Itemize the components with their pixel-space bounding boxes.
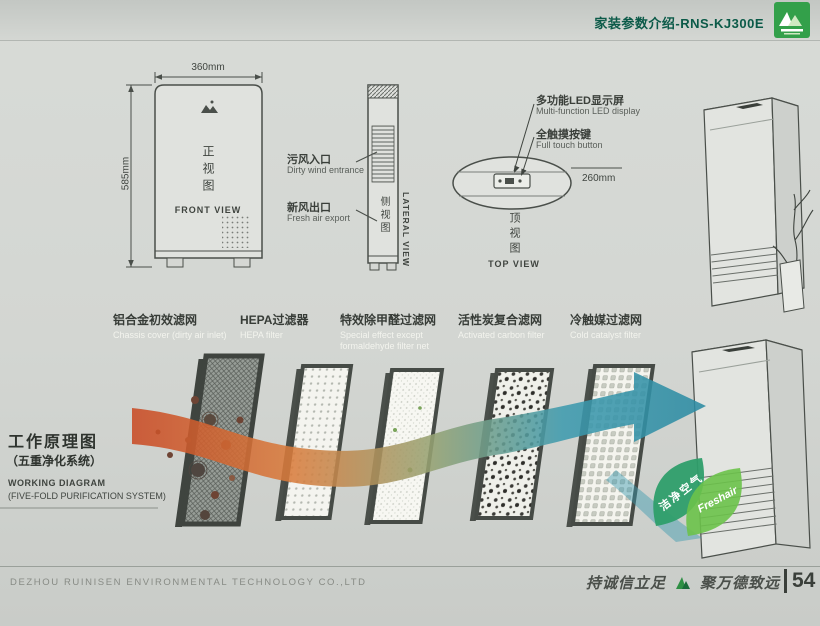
filter-label-en: Chassis cover (dirty air inlet)	[113, 330, 227, 340]
top-view-label-cn: 顶视图	[508, 212, 520, 257]
top-view-label-en: TOP VIEW	[488, 259, 540, 269]
fresh-air-callout-cn: 新风出口	[287, 202, 331, 214]
vase	[779, 259, 805, 313]
dirty-air-callout-cn: 污风入口	[287, 154, 331, 166]
main-unit-display	[722, 346, 755, 352]
filter-label-formaldehyde: 特效除甲醛过滤网 Special effect except formaldeh…	[340, 311, 454, 352]
footer-page-indicator: 54	[784, 569, 815, 593]
filter-label-cn: 铝合金初效滤网	[113, 313, 198, 327]
working-diagram-title-cn: 工作原理图	[8, 434, 99, 451]
working-diagram-subtitle-cn: （五重净化系统）	[6, 454, 103, 468]
top-view-drawing	[452, 103, 622, 210]
led-display-callout-cn: 多功能LED显示屏	[536, 95, 624, 107]
filter-label-cn: 特效除甲醛过滤网	[340, 313, 437, 327]
front-view-logo-icon	[201, 100, 218, 113]
front-view-label-en: FRONT VIEW	[174, 205, 242, 215]
filter-label-en: HEPA filter	[240, 330, 283, 340]
front-grille	[222, 216, 250, 248]
front-view-drawing	[126, 72, 263, 268]
footer-brand-mark-icon	[676, 576, 691, 589]
dirty-air-callout-en: Dirty wind entrance	[287, 165, 365, 175]
filter-label-en: Cold catalyst filter	[570, 330, 642, 340]
fresh-air-leaves	[653, 458, 742, 536]
top-depth-dimension: 260mm	[582, 173, 616, 184]
filter-label-en: Special effect except formaldehyde filte…	[340, 330, 430, 351]
working-diagram-title-en: WORKING DIAGRAM	[8, 478, 106, 488]
filter-label-cn: 冷触媒过滤网	[570, 313, 643, 327]
filter-label-aluminum: 铝合金初效滤网 Chassis cover (dirty air inlet)	[113, 311, 231, 341]
side-view-label-en: LATERAL VIEW	[401, 192, 411, 267]
filter-label-cn: 活性炭复合滤网	[458, 313, 543, 327]
front-width-dimension: 360mm	[191, 62, 225, 73]
filter-panel-hepa	[275, 364, 354, 521]
slogan-left: 持诚信立足	[586, 576, 667, 592]
side-view-label-cn: 侧视图	[378, 196, 389, 235]
slogan-right: 聚万德致远	[700, 576, 781, 592]
dirt-particles	[155, 396, 422, 520]
footer-slogan: 持诚信立足 聚万德致远	[586, 572, 780, 593]
footer-company-name: DEZHOU RUINISEN ENVIRONMENTAL TECHNOLOGY…	[10, 577, 367, 588]
header-bar: 家装参数介绍-RNS-KJ300E	[0, 0, 820, 41]
side-view-drawing	[355, 84, 399, 271]
product-3d-top-view	[703, 97, 814, 313]
touch-button-callout-cn: 全触摸按键	[536, 129, 591, 141]
filter-label-carbon: 活性炭复合滤网 Activated carbon filter	[458, 311, 570, 341]
touch-button-callout-en: Full touch button	[536, 140, 603, 150]
air-flow-arrow	[132, 372, 706, 487]
page-number-bar	[784, 569, 787, 593]
filter-label-en: Activated carbon filter	[458, 330, 545, 340]
brand-logo-icon	[774, 2, 810, 38]
filter-label-catalyst: 冷触媒过滤网 Cold catalyst filter	[570, 311, 676, 341]
page-title: 家装参数介绍-RNS-KJ300E	[594, 16, 764, 31]
led-display-callout-en: Multi-function LED display	[536, 106, 641, 116]
fresh-air-callout-en: Fresh air export	[287, 213, 351, 223]
front-height-dimension: 585mm	[120, 156, 132, 191]
filter-label-hepa: HEPA过滤器 HEPA filter	[240, 311, 336, 341]
working-diagram-subtitle-en: (FIVE-FOLD PURIFICATION SYSTEM)	[8, 491, 166, 501]
footer-divider	[0, 566, 820, 567]
page-number: 54	[792, 569, 816, 592]
filter-label-cn: HEPA过滤器	[240, 313, 309, 327]
top-unit-display	[736, 103, 763, 109]
front-view-label-cn: 正视图	[201, 145, 215, 196]
